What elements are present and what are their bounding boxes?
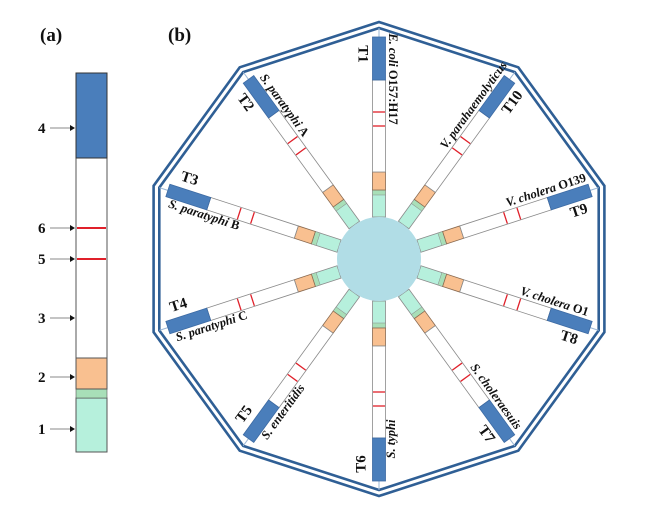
absorbent-pad: [75, 72, 108, 159]
radial-strips: [159, 28, 599, 490]
strip-t4: [159, 265, 342, 335]
strip-tail: [242, 71, 249, 80]
control-line: [460, 373, 471, 382]
strip-tag: T9: [568, 201, 590, 222]
arrow-head-icon: [70, 256, 75, 262]
arrow-head-icon: [70, 125, 75, 131]
zone-label-6: 6: [38, 221, 75, 237]
zone-number: 3: [38, 311, 46, 327]
zone-label-2: 2: [38, 370, 75, 386]
sample-pad-overlap: [75, 388, 108, 399]
zone-number: 5: [38, 252, 46, 268]
absorbent-pad: [242, 399, 280, 443]
strip-tail: [589, 327, 599, 331]
control-line: [460, 136, 471, 145]
strip-tail: [242, 438, 249, 447]
conjugate-pad: [372, 327, 386, 347]
strip-t5: [242, 288, 361, 447]
species-serotype: O157:H17: [386, 67, 400, 125]
strip-tail: [589, 187, 599, 191]
test-line: [250, 211, 255, 224]
panel-a-label: (a): [40, 25, 62, 46]
zone-label-5: 5: [38, 252, 75, 268]
strip-t1: [372, 28, 386, 218]
absorbent-pad: [372, 36, 386, 81]
control-line: [287, 136, 298, 145]
single-strip: [75, 72, 108, 453]
species-serotype: C: [233, 308, 249, 325]
control-line: [287, 373, 298, 382]
strip-tag: T3: [179, 169, 201, 190]
test-line: [250, 294, 255, 307]
conjugate-pad: [372, 171, 386, 191]
conjugate-pad: [75, 357, 108, 390]
arrow-head-icon: [70, 225, 75, 231]
zone-label-3: 3: [38, 311, 75, 327]
species-name: E. coli O157:H17: [386, 32, 400, 124]
strip-tail: [509, 71, 516, 80]
zone-labels: 1 2 3 4 5 6: [38, 121, 75, 438]
absorbent-pad: [546, 183, 593, 211]
sample-hub: [337, 217, 421, 301]
control-line: [236, 298, 242, 311]
test-line: [503, 294, 508, 307]
strip-t2: [242, 71, 361, 230]
species-serotype: B: [226, 216, 241, 233]
zone-number: 1: [38, 422, 46, 438]
strip-t10: [397, 71, 516, 230]
zone-number: 2: [38, 370, 46, 386]
strip-tag: T1: [355, 45, 371, 63]
absorbent-pad: [165, 183, 212, 211]
strip-label-t1: E. coli O157:H17 T1: [355, 32, 401, 124]
strip-tag: T4: [168, 295, 190, 316]
sample-pad-overlap: [372, 189, 386, 196]
control-line: [516, 207, 522, 220]
strip-t3: [159, 183, 342, 253]
strip-tail: [509, 438, 516, 447]
arrow-head-icon: [70, 374, 75, 380]
panel-a-single-strip: (a) 1 2 3 4 5 6: [38, 25, 108, 453]
species-name: S. typhi: [384, 419, 398, 458]
sample-pad-overlap: [372, 322, 386, 329]
control-line: [516, 298, 522, 311]
zone-label-1: 1: [38, 422, 75, 438]
absorbent-pad: [546, 307, 593, 335]
species-serotype: O1: [568, 300, 591, 319]
test-line: [451, 362, 463, 371]
frame-outer-line: [152, 20, 606, 498]
arrow-head-icon: [70, 315, 75, 321]
strip-tag: T6: [353, 455, 369, 473]
control-line: [236, 207, 242, 220]
test-line: [295, 147, 307, 156]
zone-label-4: 4: [38, 121, 75, 137]
sample-pad: [75, 397, 108, 453]
strip-t8: [416, 265, 599, 335]
strip-t7: [397, 288, 516, 447]
absorbent-pad: [242, 75, 280, 119]
test-line: [295, 362, 307, 371]
strip-tail: [159, 187, 169, 191]
absorbent-pad: [478, 399, 516, 443]
strip-tail: [159, 327, 169, 331]
test-line: [503, 211, 508, 224]
absorbent-pad: [478, 75, 516, 119]
panel-b-label: (b): [168, 25, 191, 46]
strip-tag: T8: [558, 328, 580, 349]
absorbent-pad: [165, 307, 212, 335]
absorbent-pad: [372, 437, 386, 482]
zone-number: 6: [38, 221, 46, 237]
arrow-head-icon: [70, 426, 75, 432]
species-genus: E. coli: [386, 32, 400, 67]
strip-t6: [372, 300, 386, 490]
test-line: [451, 147, 463, 156]
zone-number: 4: [38, 121, 46, 137]
species-genus: S. typhi: [384, 419, 398, 458]
